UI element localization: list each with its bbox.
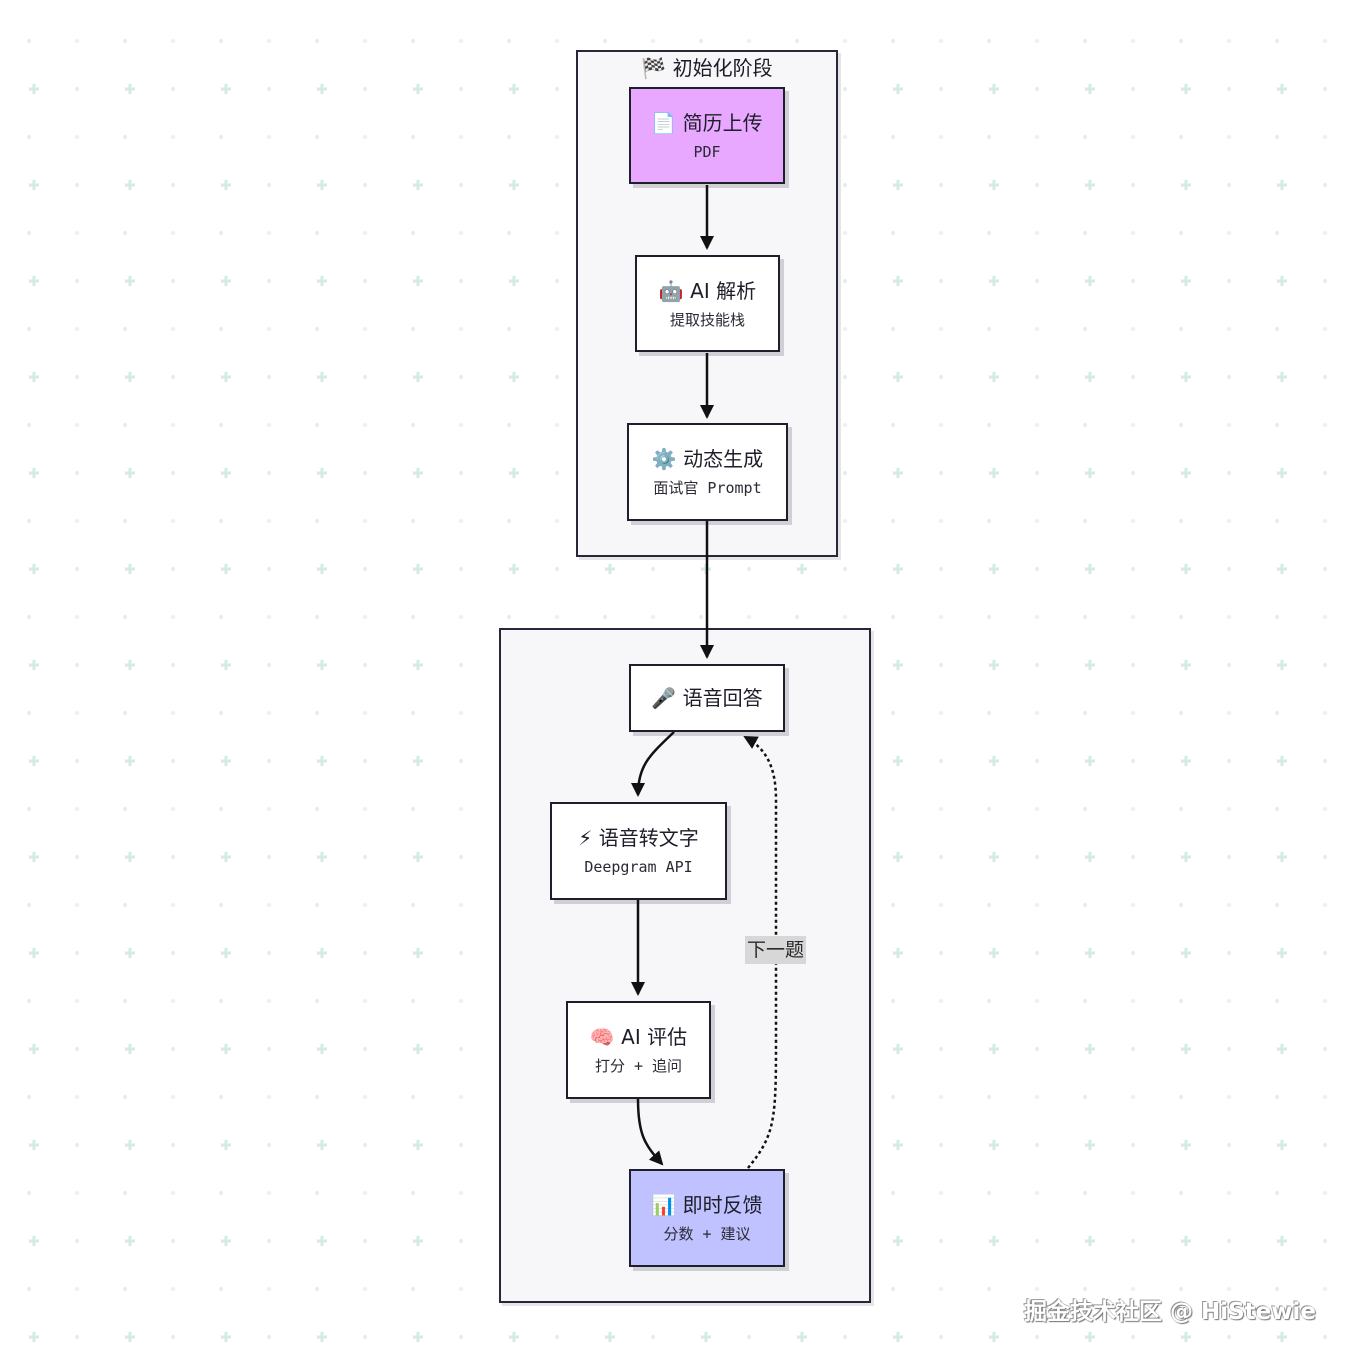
dynamic-generate-sub: 面试官 Prompt bbox=[653, 479, 762, 497]
init-phase-title: 🏁 初始化阶段 bbox=[641, 56, 773, 80]
voice-answer-node[interactable]: 🎤 语音回答 bbox=[629, 664, 785, 732]
ai-parse-title: 🤖 AI 解析 bbox=[658, 278, 757, 303]
speech-to-text-node[interactable]: ⚡ 语音转文字 Deepgram API bbox=[550, 802, 727, 900]
ai-parse-node[interactable]: 🤖 AI 解析 提取技能栈 bbox=[635, 255, 780, 352]
instant-feedback-node[interactable]: 📊 即时反馈 分数 + 建议 bbox=[629, 1169, 785, 1267]
speech-to-text-sub: Deepgram API bbox=[584, 858, 693, 876]
watermark: 掘金技术社区 @ HiStewie bbox=[1023, 1299, 1316, 1325]
resume-upload-sub: PDF bbox=[693, 142, 721, 161]
resume-upload-node[interactable]: 📄 简历上传 PDF bbox=[629, 87, 785, 184]
ai-evaluate-title: 🧠 AI 评估 bbox=[589, 1025, 688, 1049]
instant-feedback-sub: 分数 + 建议 bbox=[663, 1225, 751, 1243]
instant-feedback-title: 📊 即时反馈 bbox=[651, 1193, 763, 1217]
dynamic-generate-node[interactable]: ⚙️ 动态生成 面试官 Prompt bbox=[627, 423, 788, 521]
ai-evaluate-node[interactable]: 🧠 AI 评估 打分 + 追问 bbox=[566, 1001, 711, 1099]
speech-to-text-title: ⚡ 语音转文字 bbox=[578, 826, 699, 850]
voice-answer-title: 🎤 语音回答 bbox=[651, 686, 763, 710]
ai-evaluate-sub: 打分 + 追问 bbox=[594, 1057, 683, 1075]
ai-parse-sub: 提取技能栈 bbox=[669, 310, 745, 329]
dynamic-generate-title: ⚙️ 动态生成 bbox=[651, 447, 764, 471]
resume-upload-title: 📄 简历上传 bbox=[651, 110, 763, 135]
loop-edge-label: 下一题 bbox=[745, 936, 807, 964]
